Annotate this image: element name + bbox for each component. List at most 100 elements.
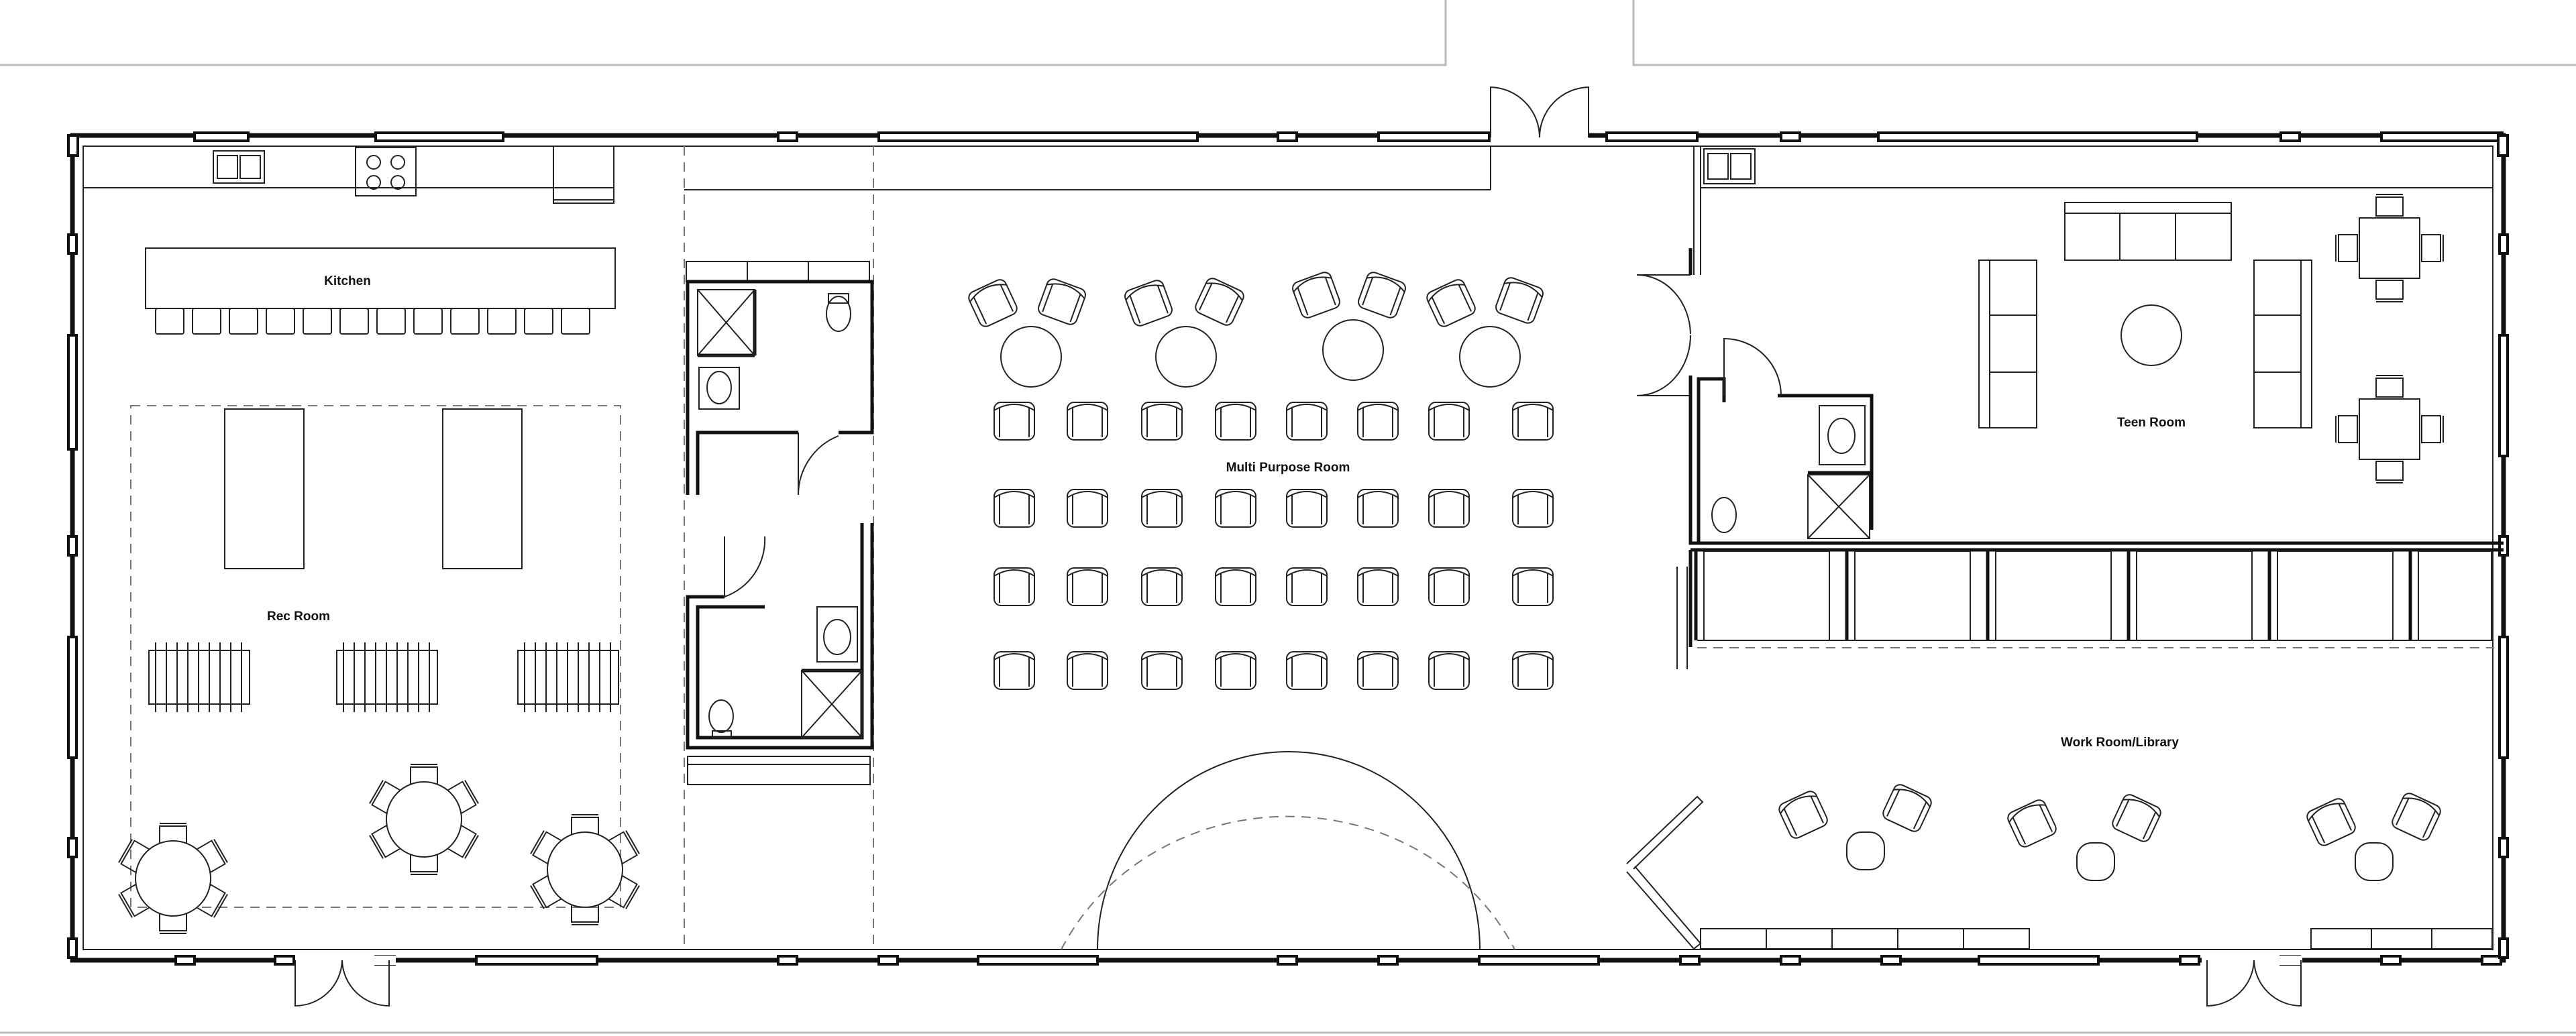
chair-seat: [1141, 651, 1183, 690]
chair-seat: [1882, 784, 1932, 832]
window: [67, 937, 78, 959]
chair-seat: [1286, 489, 1328, 528]
kitchen-island: [145, 247, 616, 335]
chair-seat: [1067, 651, 1108, 690]
chair-back: [1512, 491, 1554, 498]
stool: [192, 308, 221, 335]
chair-seat: [1357, 402, 1399, 441]
windows: [67, 131, 2509, 966]
chair: [1286, 489, 1328, 528]
window: [1377, 131, 1491, 142]
chair-arm: [2311, 815, 2326, 844]
entry-door-top[interactable]: [1490, 86, 1589, 141]
window: [67, 134, 79, 157]
chair-seat: [2375, 280, 2404, 300]
chair: [1067, 651, 1108, 690]
chair-seat: [1357, 489, 1399, 528]
bookshelf: [2310, 928, 2493, 949]
chair-arm: [1324, 277, 1336, 306]
chair-back: [1286, 569, 1328, 577]
carrel-desk: [2418, 551, 2492, 641]
chair: [1426, 279, 1476, 327]
chair: [1215, 567, 1256, 606]
chair-back: [1205, 282, 1243, 301]
chair: [1428, 402, 1470, 441]
chair-seat: [994, 489, 1035, 528]
pool-table: [442, 408, 523, 569]
window: [1877, 131, 2198, 142]
chair: [1141, 402, 1183, 441]
chair: [1512, 567, 1554, 606]
stool: [155, 308, 184, 335]
chair-arm: [1000, 284, 1014, 312]
chair: [1067, 567, 1108, 606]
chair-back: [1215, 491, 1256, 498]
entry-door-bottom-left[interactable]: [294, 956, 396, 1007]
chair-back: [1366, 276, 1405, 292]
chair: [1357, 489, 1399, 528]
chair-seat: [1195, 278, 1244, 326]
chair-arm: [1913, 801, 1927, 829]
study-carrels: [1676, 548, 2504, 669]
table-top: [2359, 398, 2420, 460]
kitchen-counter: [83, 146, 614, 204]
room-label-multi-purpose-room: Multi Purpose Room: [1226, 461, 1350, 475]
chair-seat: [1357, 651, 1399, 690]
chair-back: [1215, 569, 1256, 577]
square-table: [2335, 194, 2444, 302]
chair-back: [1067, 491, 1108, 498]
chair-back: [1141, 491, 1183, 498]
chair-seat: [1141, 567, 1183, 606]
window: [777, 955, 798, 966]
foosball-table: [148, 642, 250, 712]
chair-seat: [1512, 567, 1554, 606]
restroom-2: [686, 523, 874, 750]
window: [174, 955, 196, 966]
window: [2498, 837, 2509, 858]
teen-restroom: [1697, 337, 1874, 543]
chair-seat: [2007, 799, 2057, 848]
chair-seat: [1286, 567, 1328, 606]
window: [1478, 955, 1600, 966]
carrel-desk: [1995, 551, 2112, 641]
chair-seat: [1428, 489, 1470, 528]
chair: [1778, 791, 1828, 839]
window: [2497, 134, 2509, 157]
window: [374, 131, 504, 142]
chair-back: [1428, 491, 1470, 498]
chair-back: [118, 839, 133, 863]
stool: [413, 308, 443, 335]
chair: [1357, 651, 1399, 690]
chair-back: [1357, 404, 1399, 411]
window: [877, 955, 899, 966]
chair-back: [625, 830, 640, 854]
window: [193, 131, 250, 142]
chair: [1141, 651, 1183, 690]
dining-chair: [2421, 234, 2444, 262]
chair-seat: [1124, 280, 1173, 327]
chair-seat: [1292, 272, 1340, 319]
chair: [968, 279, 1018, 327]
chair-arm: [2116, 799, 2130, 827]
chair-arm: [2039, 805, 2053, 832]
entry-door-bottom-right[interactable]: [2202, 956, 2302, 1007]
chair: [1215, 402, 1256, 441]
carrel-desk: [1703, 551, 1830, 641]
stool: [339, 308, 369, 335]
chair: [1882, 784, 1932, 832]
dining-chair: [2335, 234, 2358, 262]
window: [1605, 131, 1699, 142]
chair-seat: [1215, 402, 1256, 441]
lounge-table: [1155, 326, 1217, 388]
chair-arm: [1810, 796, 1824, 823]
chair-arm: [2422, 810, 2436, 838]
window: [777, 131, 798, 142]
chair-back: [2308, 803, 2345, 821]
chair-back: [994, 653, 1035, 660]
coffee-table: [2121, 304, 2182, 366]
chair-seat: [968, 279, 1018, 327]
window: [1880, 955, 1902, 966]
chair-seat: [2112, 794, 2161, 842]
window: [2498, 535, 2509, 557]
